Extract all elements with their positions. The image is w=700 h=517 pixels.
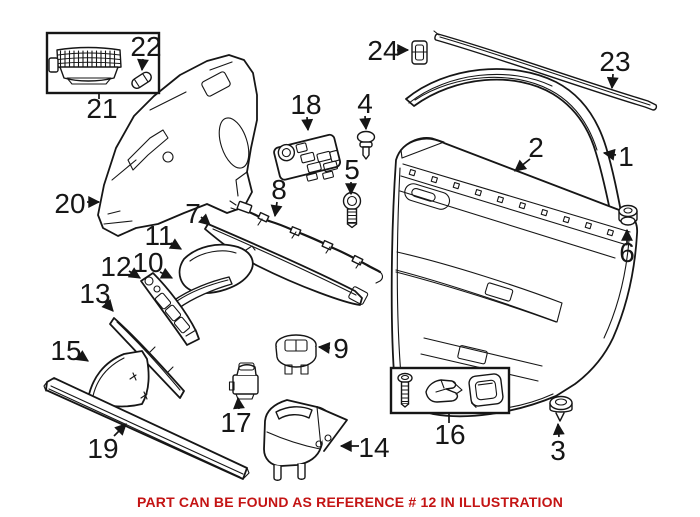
callout-13-arrow: [101, 299, 114, 312]
part-11-pull-handle: [178, 243, 256, 294]
callout-16-number: 16: [434, 419, 465, 450]
callout-23-number: 23: [599, 46, 630, 77]
callout-12-number: 12: [100, 251, 131, 282]
callout-18-arrow: [301, 116, 314, 132]
callout-23-arrow: [606, 73, 619, 90]
callout-5-number: 5: [344, 154, 360, 185]
part-4-push-rivet: [356, 130, 376, 160]
callout-9-arrow: [317, 342, 331, 354]
callout-2-arrow: [514, 158, 531, 172]
callout-9-number: 9: [333, 333, 349, 364]
part-16-box: [389, 366, 511, 415]
part-8-wiring-harness: [229, 200, 383, 284]
callout-22-number: 22: [130, 31, 161, 62]
callout-10-arrow: [159, 267, 174, 279]
callout-19-number: 19: [87, 433, 118, 464]
callout-21-number: 21: [86, 93, 117, 124]
callout-6-number: 6: [619, 237, 635, 268]
part-12-switch-carrier: [140, 272, 200, 346]
part-2-door-trim-panel: [390, 137, 639, 418]
callout-11-arrow: [168, 238, 183, 250]
part-10-trim-strip: [172, 276, 233, 309]
callout-7-arrow: [198, 213, 211, 226]
callout-3-number: 3: [550, 435, 566, 466]
part-16-gasket-frame: [468, 373, 504, 408]
part-24-clip: [411, 40, 428, 65]
part-18-window-switch-unit: [273, 133, 342, 182]
part-22-bulb-clip: [131, 71, 152, 89]
part-17-switch: [228, 362, 259, 400]
part-5-screw: [342, 191, 362, 229]
callout-15-arrow: [75, 350, 89, 362]
callout-11-number: 11: [144, 220, 173, 251]
callout-8-arrow: [270, 201, 283, 218]
callout-4-arrow: [359, 115, 372, 131]
callout-1-number: 1: [618, 141, 634, 172]
footer-reference-note: PART CAN BE FOUND AS REFERENCE # 12 IN I…: [137, 494, 563, 510]
callout-17-arrow: [233, 396, 245, 410]
callout-15-number: 15: [50, 335, 81, 366]
callout-10-number: 10: [132, 247, 163, 278]
callout-14-number: 14: [358, 432, 389, 463]
callout-17-number: 17: [220, 407, 251, 438]
part-23-edge-moulding: [433, 30, 658, 111]
callout-8-number: 8: [271, 174, 287, 205]
callout-12-arrow: [127, 267, 142, 279]
callout-19-arrow: [113, 423, 127, 437]
part-3-expanding-rivet: [549, 395, 573, 422]
callout-4-number: 4: [357, 88, 373, 119]
part-16-screw: [397, 372, 413, 408]
callouts: 1 2 3 4 5 6 7 8 9 10 11 12 13 14 15 16 1…: [50, 31, 634, 466]
callout-22-arrow: [137, 58, 149, 72]
callout-24-number: 24: [367, 35, 398, 66]
callout-18-number: 18: [290, 89, 321, 120]
callout-13-number: 13: [79, 278, 110, 309]
part-6-grommet: [618, 204, 638, 226]
callout-20-number: 20: [54, 188, 85, 219]
part-19-weatherstrip: [43, 377, 250, 480]
part-20-door-carrier-panel: [97, 54, 258, 237]
part-9-switch-bezel: [275, 334, 317, 375]
part-21-speaker-grille: [48, 46, 122, 85]
callout-2-number: 2: [528, 132, 544, 163]
callout-7-number: 7: [185, 198, 201, 229]
part-14-door-pocket: [263, 399, 348, 481]
part-16-metal-clip: [425, 379, 463, 403]
callout-3-arrow: [552, 422, 565, 438]
callout-1-arrow: [602, 148, 617, 161]
